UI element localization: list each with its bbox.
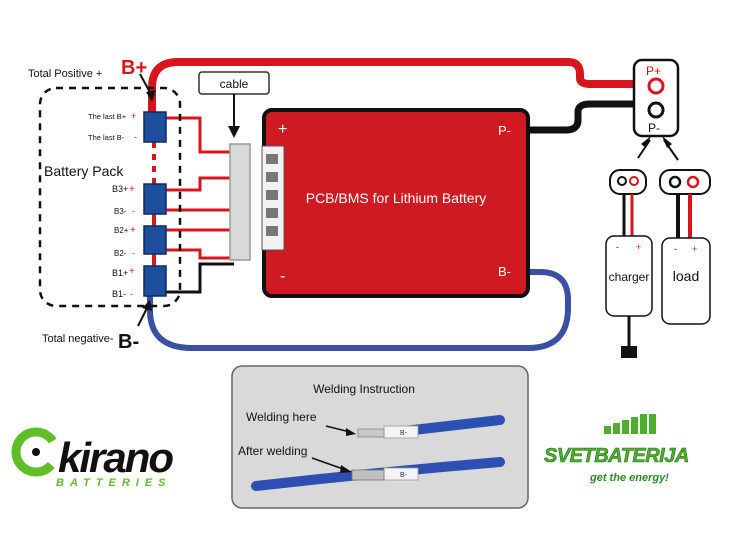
charger-plug-pin <box>629 176 639 186</box>
welding-title: Welding Instruction <box>313 382 415 396</box>
cable-wire-b1minus <box>162 262 234 294</box>
load-plus-sign: + <box>692 244 697 254</box>
label-b2-plus: B2+ <box>114 226 129 235</box>
sign-last-minus: - <box>134 132 137 142</box>
output-p-plus-label: P+ <box>646 64 661 78</box>
sign-b2-plus: + <box>130 225 136 236</box>
battery-cell-1 <box>143 265 167 297</box>
label-b1-minus: B1- <box>112 289 126 299</box>
battery-cell-3 <box>143 183 167 215</box>
svet-bar <box>604 426 611 434</box>
pcb-header-pin <box>266 154 278 164</box>
label-b-minus: B- <box>118 331 139 353</box>
pcb-b-minus-label: B- <box>498 264 511 279</box>
total-positive-wire <box>148 58 652 116</box>
welding-terminal-after <box>351 469 385 481</box>
cable-label: cable <box>220 77 249 91</box>
charger-mains-plug <box>621 346 637 358</box>
svet-bar <box>613 423 620 434</box>
svet-bar <box>631 417 638 434</box>
p-minus-wire <box>516 100 652 134</box>
welding-wire-after-tag-text: B- <box>400 472 408 479</box>
load-box <box>661 237 711 325</box>
cable-wire-b3plus <box>162 176 234 192</box>
battery-cell-last <box>143 111 167 143</box>
pcb-header-pin <box>266 226 278 236</box>
svet-bar <box>640 414 647 434</box>
charger-plug-pin <box>617 176 627 186</box>
output-p-plus-terminal <box>647 77 665 95</box>
output-p-minus-label: P- <box>648 121 660 135</box>
cable-wire-b2minus <box>162 248 234 260</box>
output-connector <box>632 58 680 138</box>
load-label: load <box>673 268 699 284</box>
b-minus-wire <box>147 269 571 351</box>
sign-b3-plus: + <box>129 184 135 195</box>
charger-plug-housing <box>609 169 647 195</box>
pcb-title: PCB/BMS for Lithium Battery <box>306 190 487 206</box>
battery-pack-label: Battery Pack <box>44 163 124 179</box>
after-welding-arrow <box>311 457 347 471</box>
pcb-p-minus-label: P- <box>498 123 511 138</box>
svet-bar <box>622 420 629 434</box>
welding-wire-before-tag-text: B- <box>400 430 408 437</box>
sign-b3-minus: - <box>132 206 135 216</box>
load-plug-pin <box>668 175 682 189</box>
label-b3-plus: B3+ <box>112 184 128 194</box>
welding-here-label: Welding here <box>246 410 317 424</box>
arrow-b-plus-head <box>146 90 156 102</box>
label-total-negative: Total negative- <box>42 333 114 345</box>
welding-terminal-before <box>357 428 385 438</box>
after-welding-label: After welding <box>238 444 307 458</box>
kirano-logo-text: kirano <box>58 434 173 481</box>
sign-b2-minus: - <box>132 248 135 258</box>
cable-wire-last-bplus <box>162 116 234 154</box>
load-minus-sign: - <box>674 244 677 254</box>
label-b-plus: B+ <box>121 57 147 79</box>
arrow-to-charger-head <box>641 136 651 148</box>
load-plug-pin <box>686 175 700 189</box>
kirano-logo-dot <box>32 448 40 456</box>
label-the-last-b-minus: The last B- <box>88 133 125 142</box>
battery-cell-2 <box>143 225 167 255</box>
charger-plus-sign: + <box>636 242 641 252</box>
battery-pack-outline <box>38 86 182 308</box>
label-b1-plus: B1+ <box>112 268 128 278</box>
pcb-header-pin <box>266 172 278 182</box>
sign-b1-minus: - <box>130 289 133 299</box>
kirano-logo-mark <box>11 427 61 477</box>
label-b3-minus: B3- <box>114 207 127 216</box>
arrow-b-minus <box>137 305 149 327</box>
arrow-to-load-head <box>662 136 672 148</box>
label-total-positive: Total Positive + <box>28 68 102 80</box>
pcb-header-pin <box>266 208 278 218</box>
sign-b1-plus: + <box>129 266 135 277</box>
pcb-header-pin <box>266 190 278 200</box>
after-welding-arrow-head <box>340 465 352 473</box>
svet-logo-slogan: get the energy! <box>589 472 669 484</box>
svet-bar <box>649 414 656 434</box>
kirano-logo: kirano BATTERIES <box>11 427 175 489</box>
output-p-minus-terminal <box>647 101 665 119</box>
kirano-logo-subtext: BATTERIES <box>56 477 172 489</box>
cable-arrow-head <box>228 126 240 138</box>
sign-last-plus: + <box>131 111 136 121</box>
arrow-b-minus-head <box>142 300 152 311</box>
cable-connector <box>229 143 251 261</box>
pcb-plus-label: + <box>278 121 287 138</box>
svetbaterija-logo: SVETBATERIJA get the energy! <box>544 414 690 484</box>
load-plug-housing <box>659 169 711 195</box>
charger-label: charger <box>609 270 650 284</box>
label-b2-minus: B2- <box>114 249 127 258</box>
charger-minus-sign: - <box>616 242 619 252</box>
svet-logo-text: SVETBATERIJA <box>544 445 689 467</box>
label-the-last-b-plus: The last B+ <box>88 112 127 121</box>
pcb-minus-label: - <box>280 268 285 285</box>
welding-here-arrow-head <box>346 428 356 436</box>
